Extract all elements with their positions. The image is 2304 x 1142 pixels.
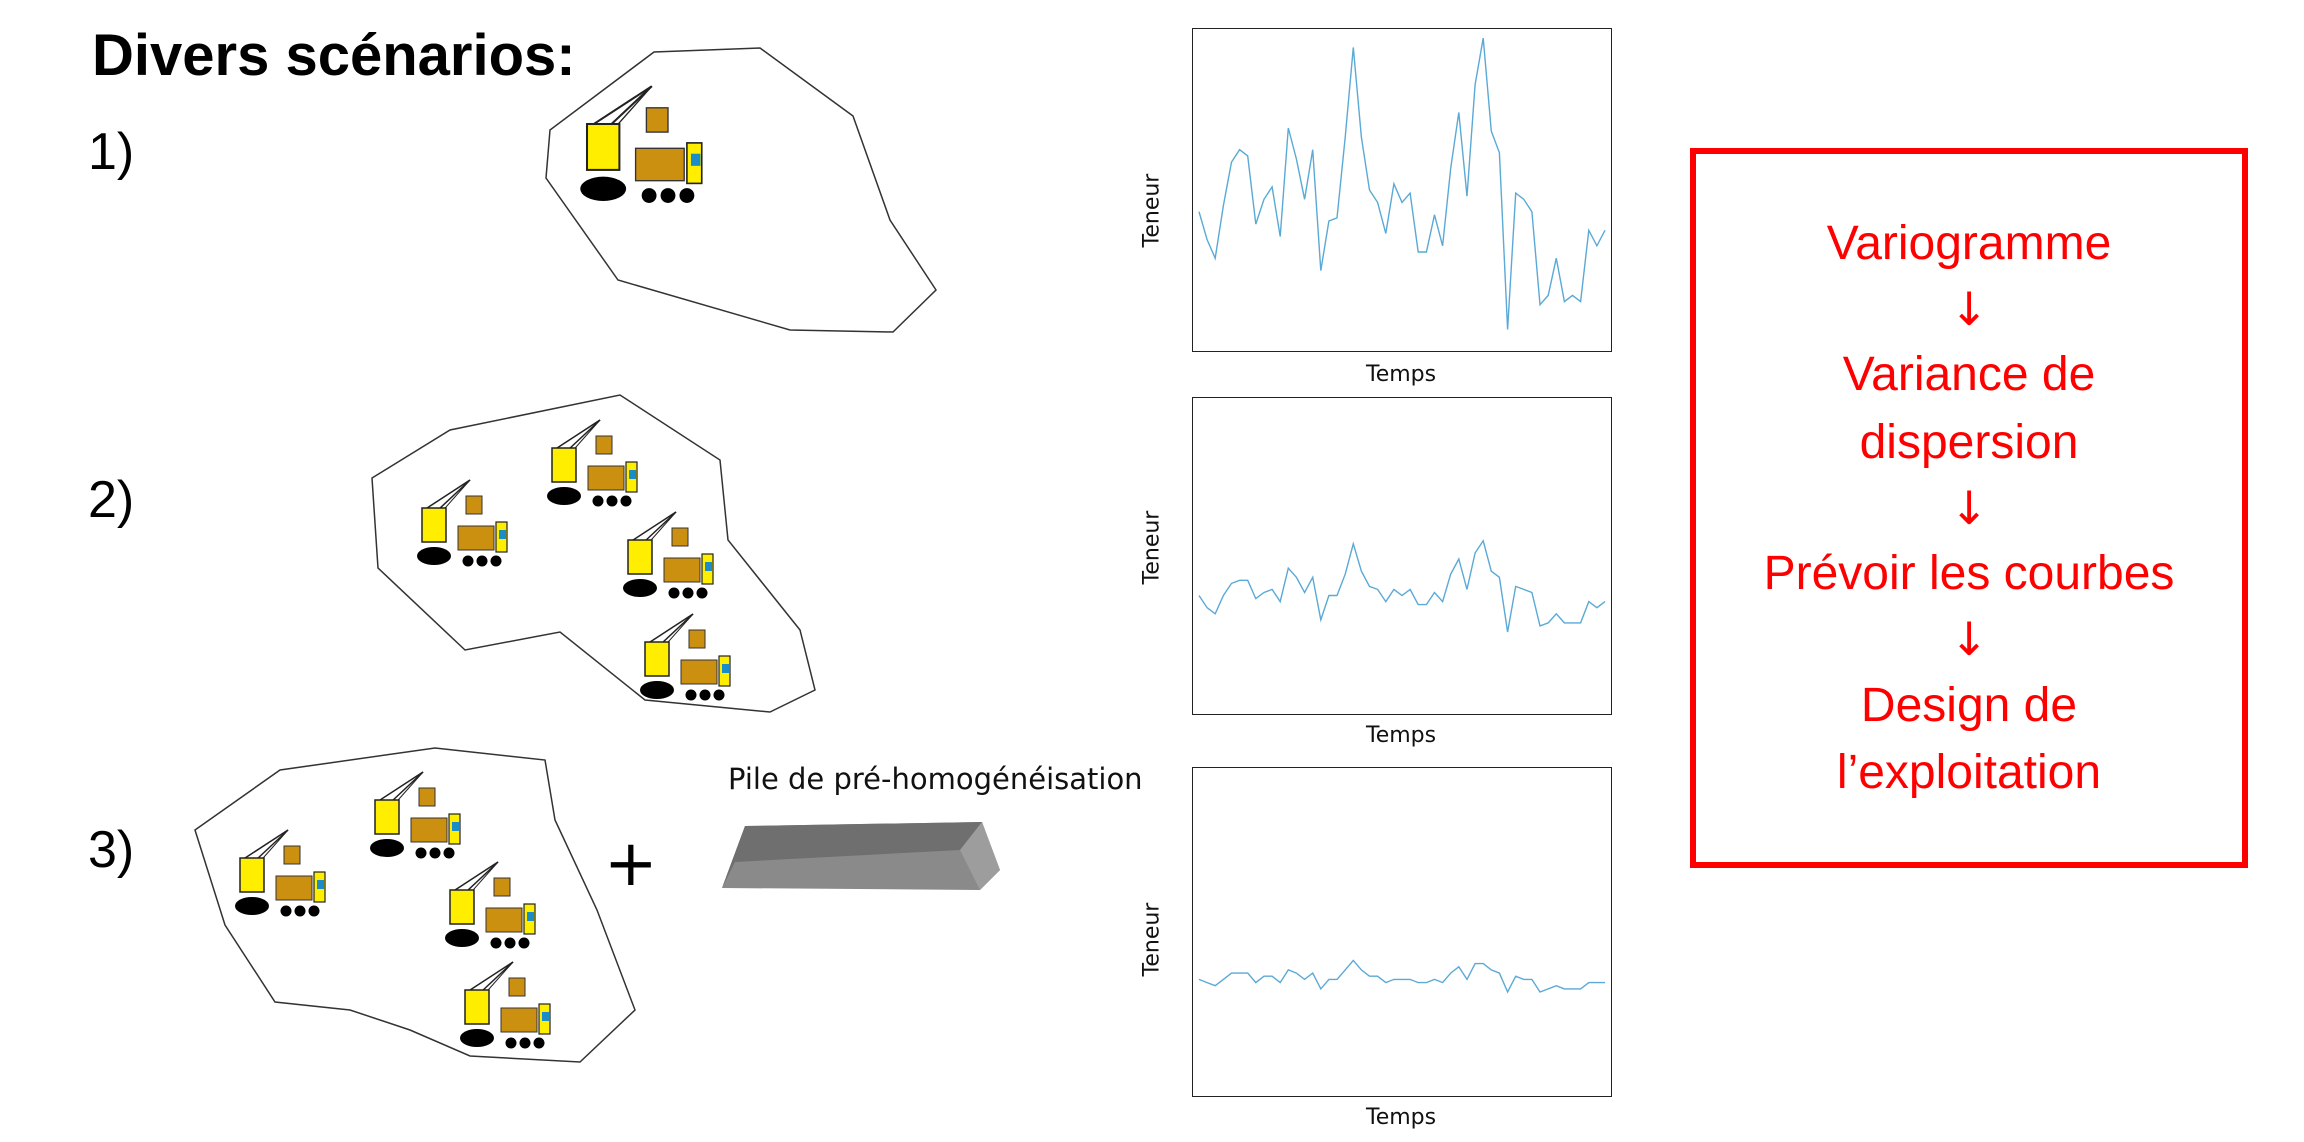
down-arrow-icon: ↓ — [1949, 480, 1989, 535]
mine-site-3 — [194, 747, 636, 1063]
plot-area — [1192, 767, 1612, 1097]
series-plot — [1198, 37, 1606, 330]
slide-title: Divers scénarios: — [92, 23, 576, 88]
grade-chart-1: Teneur Temps — [1139, 28, 1620, 398]
scenario-number-2: 2) — [88, 471, 135, 529]
series-line — [1198, 37, 1606, 330]
down-arrow-icon: ↓ — [1949, 612, 1989, 667]
mine-site-1 — [545, 47, 937, 333]
mine-site-2 — [371, 394, 816, 713]
plus-sign: + — [604, 827, 658, 901]
y-axis-label: Teneur — [1139, 510, 1165, 585]
grade-chart-3: Teneur Temps — [1139, 767, 1620, 1142]
step-mine-design: Design de l’exploitation — [1836, 678, 2102, 799]
homogenization-pile-icon — [722, 822, 1000, 890]
workflow-box: Variogramme ↓ Variance de dispersion ↓ P… — [1690, 148, 2248, 868]
series-plot — [1198, 959, 1605, 994]
step-predict-curves: Prévoir les courbes — [1763, 547, 2175, 601]
series-line — [1198, 959, 1605, 994]
pile-label: Pile de pré-homogénéisation — [728, 762, 1143, 796]
y-axis-label: Teneur — [1139, 173, 1165, 248]
y-axis-label: Teneur — [1139, 902, 1165, 977]
step-dispersion-variance: Variance de dispersion — [1842, 348, 2096, 469]
step-variogram: Variogramme — [1826, 216, 2112, 270]
plot-area — [1192, 397, 1612, 715]
series-line — [1198, 539, 1606, 633]
down-arrow-icon: ↓ — [1949, 282, 1989, 337]
grade-chart-2: Teneur Temps — [1139, 397, 1620, 767]
series-plot — [1198, 539, 1606, 633]
scenario-number-3: 3) — [88, 821, 135, 879]
scenario-number-1: 1) — [88, 123, 135, 181]
x-axis-label: Temps — [1366, 723, 1437, 748]
plot-area — [1192, 28, 1612, 352]
x-axis-label: Temps — [1366, 1105, 1437, 1130]
mine-scenarios-diagram — [194, 47, 1000, 1063]
x-axis-label: Temps — [1366, 362, 1437, 387]
